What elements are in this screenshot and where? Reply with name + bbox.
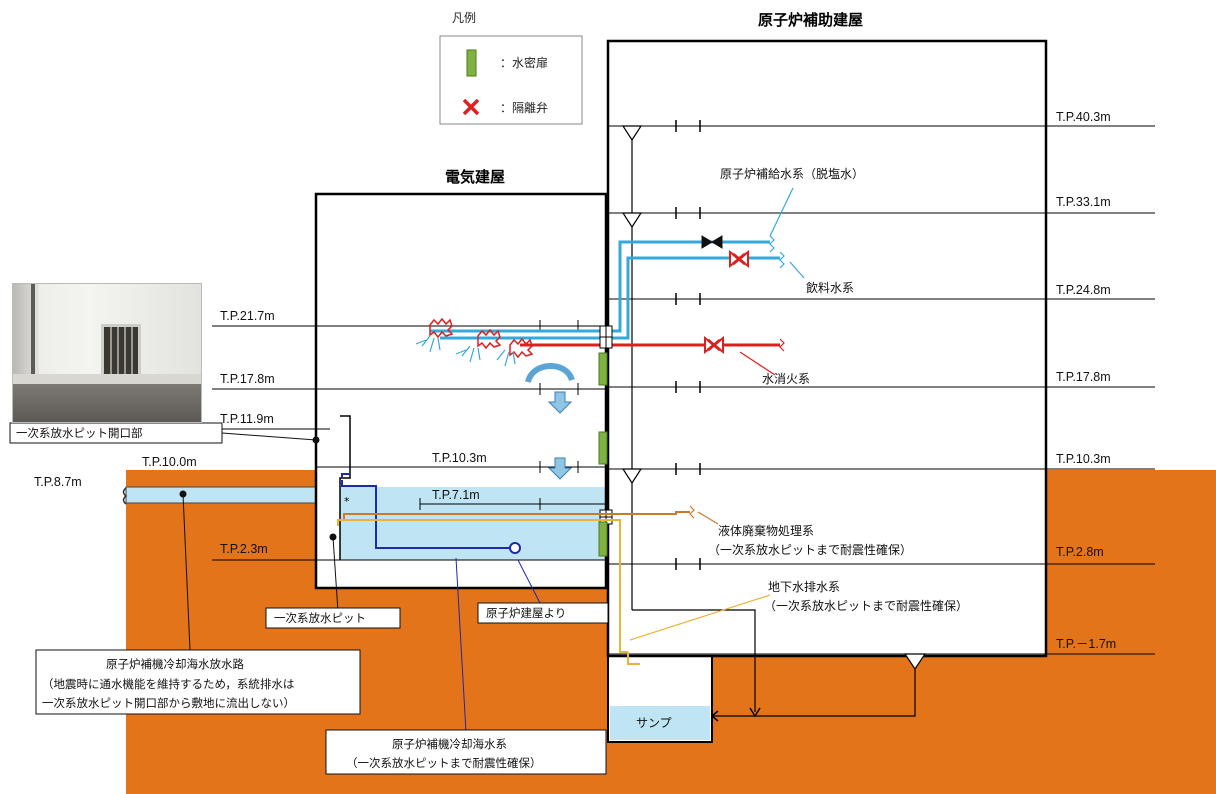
water-spray-marks [415,335,516,367]
cooling-channel-line: 原子炉補機冷却海水放水路 [106,657,244,671]
elec-building-title: 電気建屋 [445,168,505,186]
floor-openings [675,120,701,570]
level-label: T.P.17.8m [1056,370,1111,384]
isolation-valve-icon [729,249,749,269]
cooling-channel-line: 一次系放水ピット開口部から敷地に流出しない） [42,696,295,710]
leader-lines [182,432,339,651]
aux-underground-bg [608,470,1046,656]
liquid-waste-pipe [343,511,690,520]
watertight-door-icon [598,352,608,557]
pit-label: 一次系放水ピット [274,611,366,625]
isolation-valve-icon [704,335,724,355]
cooling-seawater-pipe [341,480,512,549]
flow-down-arrow-icon [547,391,573,480]
yellow-leader-line [629,594,771,641]
photo-pipe [31,284,35,422]
photo-wall-base [13,374,201,384]
flow-curve-arrow [525,363,575,384]
sump-arrow [749,707,761,718]
elec-building-outline [314,192,608,590]
pit-callout [265,607,401,629]
isolation-valve-icon [462,98,480,116]
pit-opening-label: 一次系放水ピット開口部 [16,426,143,440]
level-label: T.P.11.9m [220,412,274,426]
red-leader-line [739,351,776,376]
cooling-channel-callout [35,649,361,715]
photo-vent [101,324,141,380]
level-label: T.P.24.8m [1056,283,1111,297]
watertight-door-icon [466,49,477,77]
level-label: T.P.33.1m [1056,195,1111,209]
sump-arrow-2 [710,710,719,722]
level-label: T.P.21.7m [220,309,275,323]
pit-opening-callout [9,422,223,444]
photo-ground [13,384,201,422]
groundwater-pipe [337,519,640,665]
cooling-system-line: （一次系放水ピットまで耐震性確保） [346,756,542,770]
level-label: T.P.10.3m [1056,452,1111,466]
cooling-system-line: 原子炉補機冷却海水系 [392,737,507,751]
legend-box [439,35,583,125]
level-label: T.P.－1.7m [1056,637,1116,651]
pipe-break-ends [769,235,785,269]
liquid-waste-break [689,505,695,519]
cooling-seawater-pipe-top [341,473,350,478]
cooling-system-callout [325,729,607,775]
liquid-waste-sub: （一次系放水ピットまで耐震性確保） [708,542,912,557]
aux-floor-lines [608,125,1155,655]
orange-leader-line [697,511,719,525]
groundwater-sub: （一次系放水ピットまで耐震性確保） [764,598,968,613]
level-label: T.P.8.7m [34,475,82,489]
level-label: T.P.17.8m [220,372,275,386]
legend-valve-label: ：隔離弁 [500,100,548,115]
fire-break-end [779,338,785,352]
discharge-channel [125,486,317,504]
channel-break [122,487,128,505]
makeup-water-pipes [430,240,780,340]
navy-leader-lines [455,557,541,733]
level-label: T.P.7.1m [432,488,480,502]
reactor-inlet-marker [509,542,521,554]
sump-label: サンプ [636,716,672,730]
level-label: T.P.2.8m [1056,545,1104,559]
level-label: T.P.40.3m [1056,110,1111,124]
pit-wall [339,415,351,560]
floor-drains [621,125,927,717]
pipe-rupture-marks [429,317,534,359]
makeup-water-label: 原子炉補給水系（脱塩水） [720,166,864,181]
manual-valve-icon [701,235,723,249]
from-reactor-callout [477,602,609,624]
level-label: T.P.2.3m [220,542,268,556]
legend-title: 凡例 [452,11,476,25]
cyan-leader-lines [769,187,805,279]
drinking-water-label: 飲料水系 [806,280,854,295]
pit-opening-photo [12,283,202,423]
level-label: T.P.10.0m [142,455,197,469]
fire-water-label: 水消火系 [762,372,810,386]
from-reactor-label: 原子炉建屋より [486,606,566,620]
pit-asterisk: * [344,495,350,508]
legend-door-label: ：水密扉 [500,55,548,70]
groundwater-label: 地下水排水系 [768,580,840,594]
level-label: T.P.10.3m [432,451,487,465]
sump-water [610,706,710,740]
liquid-waste-label: 液体廃棄物処理系 [718,523,814,538]
cooling-channel-line: （地震時に通水機能を維持するため，系統排水は [42,677,294,691]
aux-building-title: 原子炉補助建屋 [758,11,863,29]
